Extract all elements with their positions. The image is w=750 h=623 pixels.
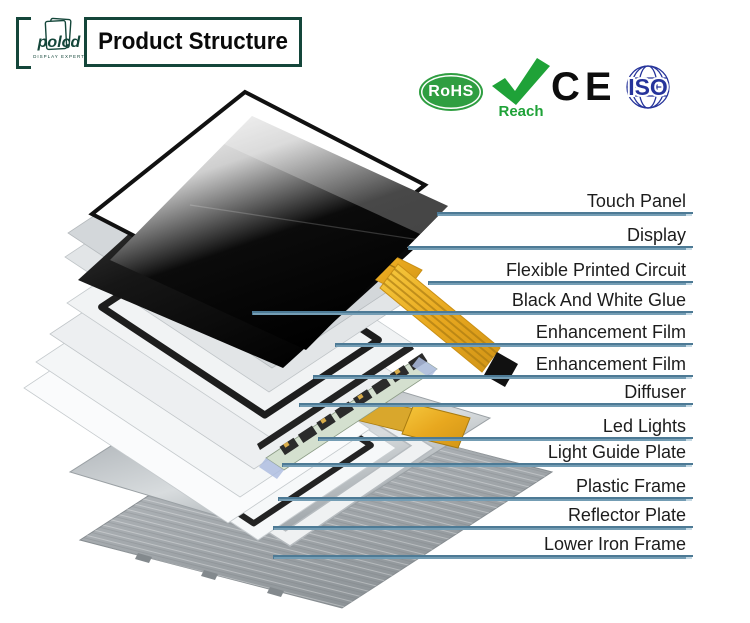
- leader-lines: [252, 214, 686, 559]
- label-enhancement-film-1: Enhancement Film: [335, 322, 693, 345]
- logo-subtext: DISPLAY EXPERT: [33, 54, 85, 59]
- label-lower-iron-frame: Lower Iron Frame: [273, 534, 693, 557]
- page-title-box: Product Structure: [84, 17, 302, 67]
- check-icon: [492, 58, 550, 105]
- rohs-label: RoHS: [428, 83, 474, 100]
- iso-badge: ISO: [616, 62, 680, 114]
- label-enhancement-film-2: Enhancement Film: [313, 354, 693, 377]
- brand-logo: polcd DISPLAY EXPERT: [30, 14, 86, 70]
- label-plastic-frame: Plastic Frame: [278, 476, 693, 499]
- label-led-lights: Led Lights: [318, 416, 693, 439]
- label-display: Display: [408, 225, 693, 248]
- layer-touch-panel-glass: [110, 116, 448, 350]
- logo-bracket: [16, 17, 31, 69]
- logo-text: polcd: [37, 34, 81, 51]
- label-reflector-plate: Reflector Plate: [273, 505, 693, 528]
- page-title: Product Structure: [98, 28, 288, 55]
- reach-badge: Reach: [490, 56, 552, 120]
- stacked-pages-icon: [44, 17, 72, 51]
- led-pads: [283, 368, 401, 448]
- rohs-badge: RoHS: [419, 73, 483, 111]
- label-light-guide-plate: Light Guide Plate: [282, 442, 693, 465]
- label-black-and-white-glue: Black And White Glue: [252, 290, 693, 313]
- iso-label: ISO: [628, 74, 668, 100]
- label-flexible-printed-circuit: Flexible Printed Circuit: [428, 260, 693, 283]
- reach-label: Reach: [498, 103, 544, 120]
- globe-icon: [626, 65, 670, 109]
- ce-mark: CE: [551, 65, 617, 109]
- label-diffuser: Diffuser: [299, 382, 693, 405]
- label-touch-panel: Touch Panel: [437, 191, 693, 214]
